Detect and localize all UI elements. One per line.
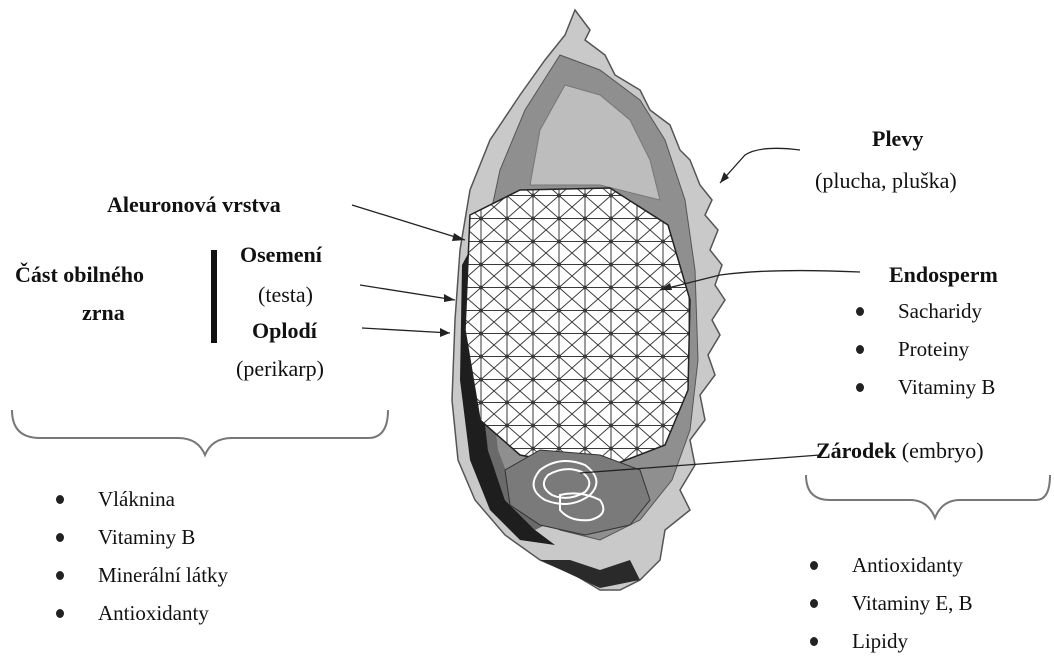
list-item: Minerální látky [56,556,228,594]
germ-nutrient-list: Antioxidanty Vitaminy E, B Lipidy [810,546,973,660]
list-item: Vitaminy B [856,368,995,406]
cast-label-line2: zrna [82,300,125,326]
grouping-bar [211,250,217,343]
bullet-icon [56,571,64,580]
pointer-oplodi [362,328,450,333]
bullet-icon [56,533,64,542]
bullet-icon [810,599,818,608]
endosperm-nutrient-list: Sacharidy Proteiny Vitaminy B [856,292,995,406]
brace-germ [806,475,1050,518]
list-item: Vláknina [56,480,228,518]
list-item: Sacharidy [856,292,995,330]
list-item: Lipidy [810,622,973,660]
arrowhead-osemeni [444,294,455,302]
plevy-title: Plevy [872,126,923,152]
list-item: Antioxidanty [56,594,228,632]
list-item: Vitaminy B [56,518,228,556]
plevy-subtitle: (plucha, pluška) [815,168,957,194]
oplodi-title: Oplodí [252,318,317,344]
pointer-osemeni [360,285,455,300]
bullet-icon [56,609,64,618]
bullet-icon [856,345,864,354]
endosperm-region [465,188,690,470]
list-item: Vitaminy E, B [810,584,973,622]
bullet-icon [856,383,864,392]
arrowhead-oplodi [440,328,450,337]
oplodi-subtitle: (perikarp) [236,356,324,382]
bran-nutrient-list: Vláknina Vitaminy B Minerální látky Anti… [56,480,228,632]
zarodek-title: Zárodek [816,438,896,463]
endosperm-title: Endosperm [889,262,998,288]
osemeni-title: Osemení [240,242,322,268]
list-item: Antioxidanty [810,546,973,584]
brace-bran [12,410,388,455]
zarodek-subtitle: (embryo) [902,438,984,463]
zarodek-label: Zárodek (embryo) [816,438,984,464]
osemeni-subtitle: (testa) [258,282,313,308]
bullet-icon [810,637,818,646]
bullet-icon [810,561,818,570]
aleuron-label: Aleuronová vrstva [107,192,281,218]
list-item: Proteiny [856,330,995,368]
bullet-icon [856,307,864,316]
cast-label-line1: Část obilného [15,262,144,288]
pointer-plevy [720,148,800,183]
pointer-aleuron [352,205,465,240]
bullet-icon [56,495,64,504]
